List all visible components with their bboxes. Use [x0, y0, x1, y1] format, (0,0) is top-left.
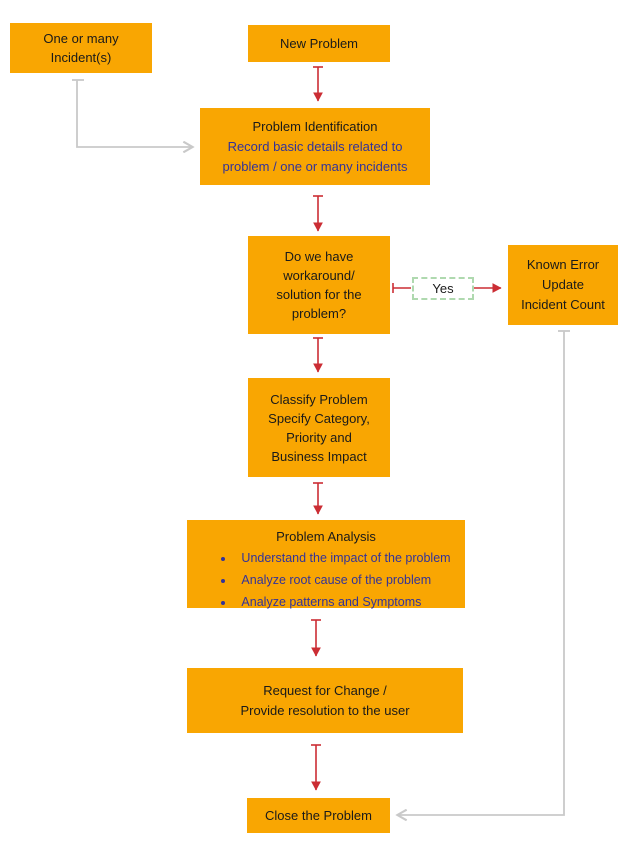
node-request-change: Request for Change / Provide resolution … — [187, 668, 463, 733]
node-classify-line-2: Specify Category, — [268, 410, 370, 426]
node-problem-analysis-bullet-1: Understand the impact of the problem — [235, 547, 450, 569]
node-known-error-line-3: Incident Count — [521, 297, 605, 312]
node-problem-analysis: Problem Analysis Understand the impact o… — [187, 520, 465, 609]
node-known-error-line-1: Known Error — [526, 257, 600, 272]
node-classify-line-1: Classify Problem — [270, 391, 368, 407]
node-classify-line-4: Business Impact — [271, 448, 367, 464]
label-yes: Yes — [412, 277, 474, 300]
node-close-problem-label: Close the Problem — [265, 808, 372, 823]
node-problem-identification-detail-1: Record basic details related to — [227, 138, 403, 154]
node-incidents-line-1: One or many — [43, 31, 119, 46]
node-new-problem-label: New Problem — [279, 36, 359, 51]
node-problem-identification: Problem Identification Record basic deta… — [200, 108, 430, 185]
node-workaround-decision: Do we have workaround/ solution for the … — [248, 236, 390, 334]
node-close-problem: Close the Problem — [247, 798, 390, 833]
node-request-change-line-2: Provide resolution to the user — [240, 702, 410, 718]
connector-incidents-to-identification — [76, 80, 192, 147]
node-known-error: Known Error Update Incident Count — [508, 245, 618, 325]
node-problem-analysis-bullet-2: Analyze root cause of the problem — [235, 569, 450, 591]
node-workaround-decision-line-3: solution for the — [276, 287, 362, 302]
node-problem-identification-title: Problem Identification — [252, 118, 378, 134]
node-new-problem: New Problem — [248, 25, 390, 62]
node-known-error-line-2: Update — [542, 277, 584, 292]
node-problem-analysis-title: Problem Analysis — [276, 529, 376, 544]
node-workaround-decision-line-2: workaround/ — [283, 268, 355, 283]
node-classify: Classify Problem Specify Category, Prior… — [248, 378, 390, 477]
node-incidents-line-2: Incident(s) — [50, 50, 112, 65]
node-workaround-decision-line-1: Do we have — [284, 249, 354, 264]
node-classify-line-3: Priority and — [286, 429, 352, 445]
node-problem-analysis-bullet-list: Understand the impact of the problem Ana… — [201, 547, 450, 613]
label-yes-text: Yes — [432, 281, 454, 296]
node-workaround-decision-line-4: problem? — [291, 306, 347, 321]
node-problem-identification-detail-2: problem / one or many incidents — [222, 158, 408, 174]
node-problem-analysis-bullet-3: Analyze patterns and Symptoms — [235, 591, 450, 613]
node-request-change-line-1: Request for Change / — [263, 682, 387, 698]
node-incidents: One or many Incident(s) — [10, 23, 152, 73]
